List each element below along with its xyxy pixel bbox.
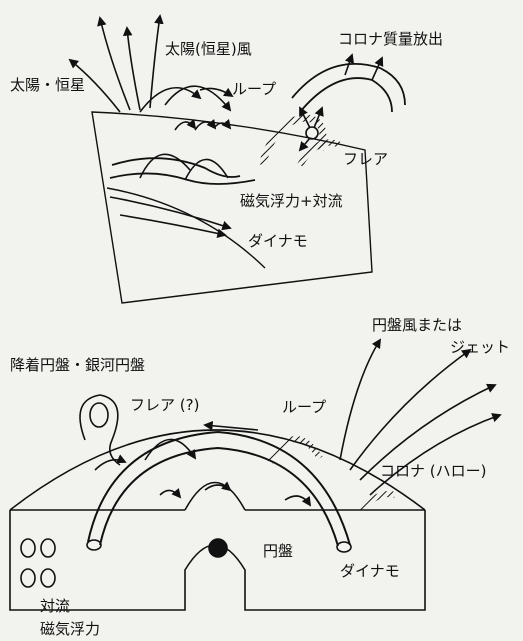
solar-sector-outline xyxy=(91,111,373,304)
jet-arrow xyxy=(369,413,502,496)
flare-arrow xyxy=(313,106,324,129)
cme-arrow xyxy=(344,53,354,76)
solar-section xyxy=(68,14,406,304)
label-accretion-disk: 降着円盤・銀河円盤 xyxy=(10,356,146,374)
flare-bubble-inner xyxy=(89,402,109,428)
label-disk-dynamo: ダイナモ xyxy=(340,562,400,580)
corona-arrow xyxy=(357,491,396,513)
label-cme: コロナ質量放出 xyxy=(338,30,444,48)
torus-end xyxy=(86,539,102,551)
dynamo-torus xyxy=(99,446,339,547)
convection-cell xyxy=(40,568,56,588)
flux-tube xyxy=(111,157,241,178)
label-disk-loop: ループ xyxy=(282,398,327,416)
corona-arrow xyxy=(203,420,259,431)
wind-arrow xyxy=(122,26,141,111)
flux-tube xyxy=(109,172,256,185)
jet-arrow xyxy=(359,383,497,481)
jet-arrow xyxy=(349,348,472,471)
label-magnetic-buoyancy: 磁気浮力 xyxy=(40,620,101,638)
disk-section xyxy=(9,338,502,611)
flare-arrow xyxy=(298,137,311,152)
dynamo-arrow xyxy=(109,196,232,231)
label-convection: 対流 xyxy=(40,597,71,615)
dynamo-torus xyxy=(87,430,351,546)
torus-end xyxy=(336,541,352,553)
label-disk-wind: 円盤風または xyxy=(372,316,463,334)
coronal-loop xyxy=(139,87,202,113)
label-jet: ジェット xyxy=(450,338,511,356)
coronal-loop xyxy=(164,85,232,112)
label-solar-wind: 太陽(恒星)風 xyxy=(165,40,252,58)
cme-arc xyxy=(299,77,393,113)
label-dynamo: ダイナモ xyxy=(248,232,308,250)
convection-cell xyxy=(40,538,56,558)
wind-arrow xyxy=(149,14,164,109)
cme-arc xyxy=(291,62,406,106)
flare-bubble-arrow xyxy=(94,454,127,471)
corona-loop xyxy=(267,436,323,464)
label-disk-center: 円盤 xyxy=(263,542,294,560)
label-corona-halo: コロナ (ハロー) xyxy=(380,462,487,480)
swirl-arrow xyxy=(159,488,182,499)
wind-arrow xyxy=(68,58,121,113)
convection-cell xyxy=(20,538,36,558)
label-flare-question: フレア (?) xyxy=(130,396,200,414)
flare-region xyxy=(258,114,327,166)
label-loop: ループ xyxy=(232,80,277,98)
wind-arrow xyxy=(199,87,234,98)
label-flare: フレア xyxy=(343,150,389,168)
coronal-loop xyxy=(194,118,217,131)
disk-inner-arc xyxy=(184,481,246,511)
label-star: 太陽・恒星 xyxy=(10,76,86,94)
wind-arrow xyxy=(97,16,131,111)
label-buoyancy-convection: 磁気浮力+対流 xyxy=(240,192,343,210)
flux-loop xyxy=(139,153,191,179)
swirl-arrow xyxy=(284,495,312,507)
flare-bubble xyxy=(79,394,121,466)
flare-core xyxy=(305,126,319,140)
central-object xyxy=(208,538,228,558)
disk-front xyxy=(9,510,426,611)
flux-loop xyxy=(184,158,229,181)
disk-dome xyxy=(9,429,426,511)
dynamo-arrow xyxy=(119,214,227,239)
convection-cell xyxy=(20,568,36,588)
cme-arrow xyxy=(371,56,384,81)
corona-loop xyxy=(144,438,197,461)
swirl-arrow xyxy=(204,481,232,492)
coronal-loop xyxy=(174,118,197,131)
flare-region xyxy=(297,139,342,167)
jet-arrow xyxy=(339,338,382,461)
coronal-loop xyxy=(213,119,232,130)
